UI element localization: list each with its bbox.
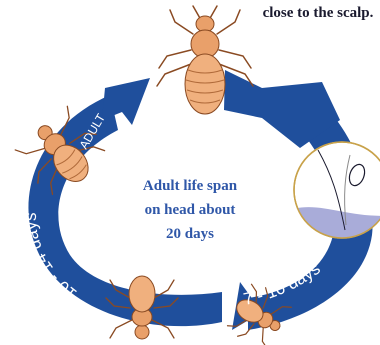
center-line-2: on head about: [145, 202, 236, 218]
header-text: close to the scalp.: [263, 5, 374, 21]
center-caption: Adult life span on head about 20 days: [143, 178, 238, 242]
center-line-1: Adult life span: [143, 178, 238, 194]
egg-on-hair-icon: [290, 142, 380, 245]
center-line-3: 20 days: [166, 226, 214, 242]
